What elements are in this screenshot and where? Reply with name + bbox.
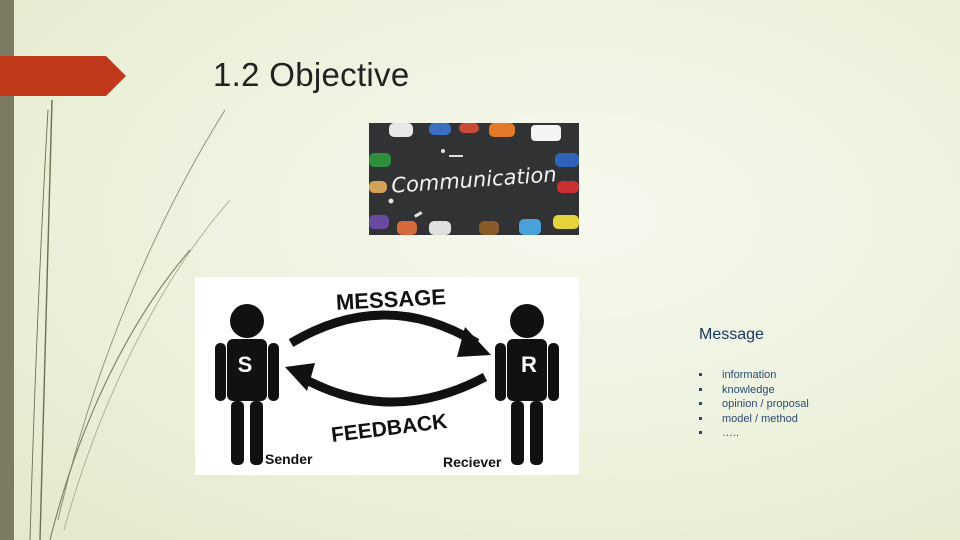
feedback-arrow (298, 373, 488, 407)
sender-caption: Sender (265, 451, 313, 467)
message-arrowhead (457, 327, 491, 357)
receiver-initial: R (521, 352, 537, 377)
bullet-icon (699, 416, 702, 420)
list-item: knowledge (699, 383, 809, 398)
list-item: information (699, 368, 809, 383)
message-bullet-list: information knowledge opinion / proposal… (699, 368, 809, 441)
receiver-caption: Reciever (443, 454, 502, 470)
sender-figure (215, 304, 279, 465)
message-label: MESSAGE (335, 284, 446, 315)
receiver-figure (495, 304, 559, 465)
left-accent-bar (0, 0, 14, 540)
sender-receiver-diagram: S R MESSAGE FEEDBACK Sender Reciever (195, 277, 579, 475)
message-heading: Message (699, 326, 764, 343)
list-item: model / method (699, 412, 809, 427)
list-item-text: knowledge (722, 383, 775, 396)
sender-initial: S (238, 352, 253, 377)
slide-title: 1.2 Objective (213, 56, 410, 93)
list-item: ….. (699, 426, 809, 441)
title-arrow-shape (0, 56, 126, 96)
bullet-icon (699, 431, 702, 434)
bullet-icon (699, 373, 702, 376)
communication-photo: Communication (369, 123, 579, 235)
list-item-text: ….. (722, 427, 740, 439)
list-item-text: model / method (722, 412, 798, 425)
list-item-text: opinion / proposal (722, 398, 809, 410)
sender-badge (231, 351, 259, 375)
feedback-arrowhead (285, 363, 315, 391)
feedback-label: FEEDBACK (330, 410, 449, 447)
decorative-curves (29, 99, 231, 540)
list-item: opinion / proposal (699, 397, 809, 412)
bullet-icon (699, 402, 702, 405)
list-item-text: information (722, 369, 777, 381)
communication-photo-art: Communication (369, 123, 579, 235)
message-arrow (288, 310, 480, 347)
bullet-icon (699, 387, 702, 391)
sender-receiver-diagram-art: S R MESSAGE FEEDBACK Sender Reciever (215, 284, 559, 470)
